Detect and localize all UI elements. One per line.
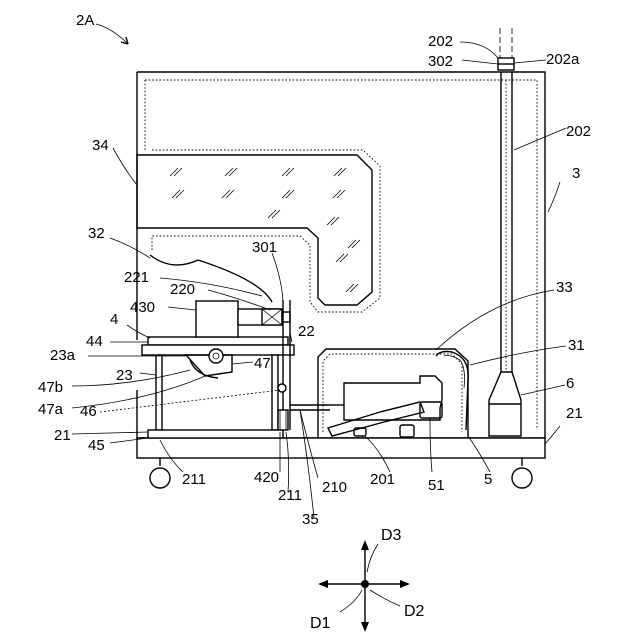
label-202-top: 202: [428, 33, 453, 50]
label-46: 46: [80, 403, 97, 420]
label-51: 51: [428, 477, 445, 494]
window-glass-hatching: [170, 168, 360, 292]
axis-d2: D2: [404, 603, 425, 620]
label-33: 33: [556, 279, 573, 296]
label-34: 34: [92, 137, 109, 154]
cabinet-housing: [137, 72, 545, 438]
label-430: 430: [130, 299, 155, 316]
label-23a: 23a: [50, 347, 76, 364]
label-35: 35: [302, 511, 319, 528]
label-31: 31: [568, 337, 585, 354]
housing-liner: [145, 80, 537, 430]
label-23: 23: [116, 367, 133, 384]
label-211-left: 211: [182, 471, 206, 488]
label-6: 6: [566, 375, 574, 392]
label-32: 32: [88, 225, 105, 242]
label-44: 44: [86, 333, 103, 350]
title-arrow: [96, 24, 128, 44]
label-47b: 47b: [38, 379, 63, 396]
base-platform-21: [137, 438, 545, 458]
label-301: 301: [252, 239, 277, 256]
label-47: 47: [254, 355, 271, 372]
axis-d3: D3: [381, 527, 402, 544]
label-3: 3: [572, 165, 580, 182]
component-201: [328, 376, 442, 437]
label-420: 420: [254, 469, 279, 486]
label-21-left: 21: [54, 427, 71, 444]
label-210: 210: [322, 479, 347, 496]
label-202-right: 202: [566, 123, 591, 140]
label-22: 22: [298, 323, 315, 340]
label-302: 302: [428, 53, 453, 70]
label-47a: 47a: [38, 401, 64, 418]
label-221: 221: [124, 269, 149, 286]
label-45: 45: [88, 437, 105, 454]
figure-title: 2A: [76, 12, 94, 29]
label-220: 220: [170, 281, 195, 298]
part-32-curve: [150, 255, 198, 265]
label-4: 4: [110, 311, 118, 328]
axis-indicator: [318, 540, 410, 632]
label-21-right: 21: [566, 405, 583, 422]
label-201: 201: [370, 471, 395, 488]
label-211-mid: 211: [278, 487, 302, 504]
label-202a: 202a: [546, 51, 580, 68]
axis-d1: D1: [310, 615, 331, 632]
label-5: 5: [484, 471, 492, 488]
